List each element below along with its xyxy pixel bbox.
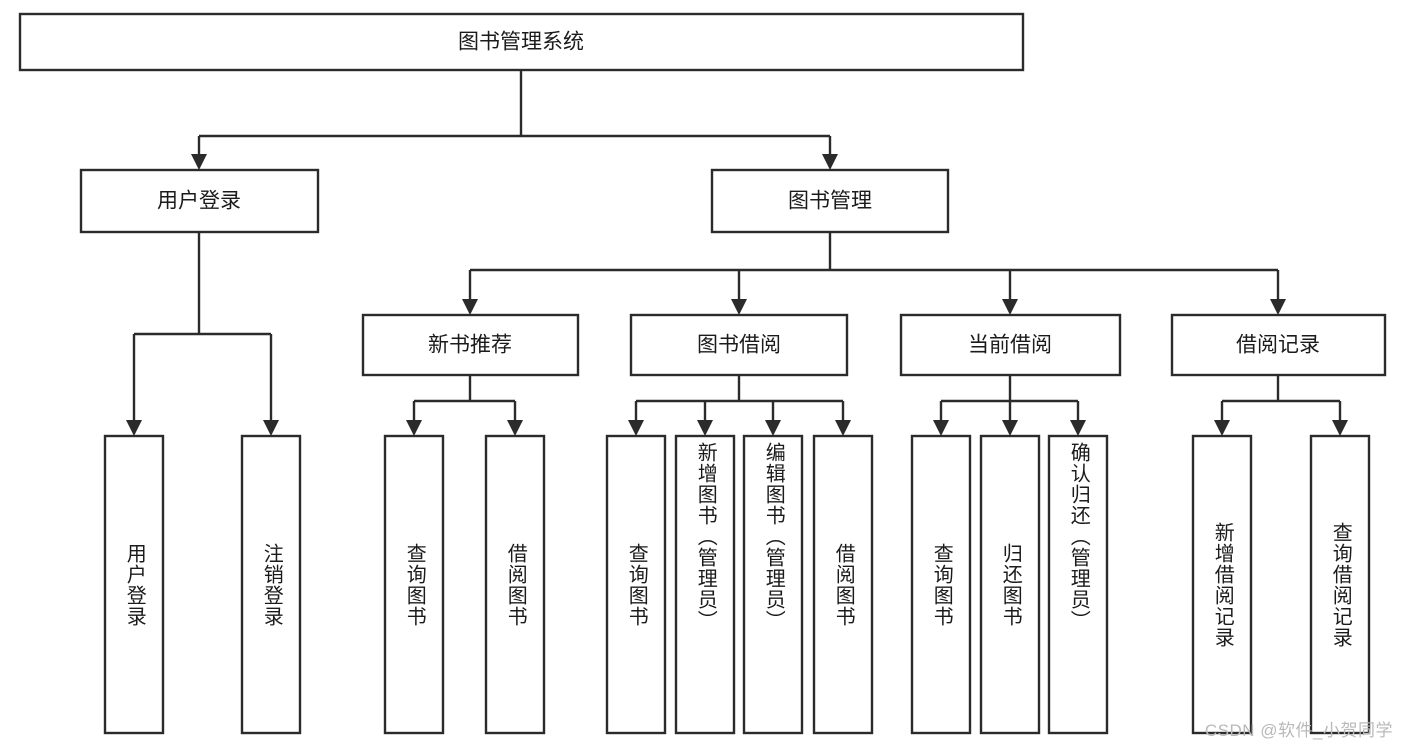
node-leaf-confirm-return[interactable] — [1047, 434, 1109, 735]
node-borrow-record-label: 借阅记录 — [1236, 334, 1320, 357]
connector-userlogin-to-leaves — [126, 232, 279, 436]
node-user-login-label: 用户登录 — [157, 190, 241, 213]
node-borrow-record[interactable]: 借阅记录 — [1170, 313, 1387, 377]
connector-root-to-level1 — [191, 70, 838, 170]
node-leaf-query-book-3[interactable] — [910, 434, 972, 735]
node-leaf-logout-login[interactable] — [240, 434, 302, 735]
node-leaf-query-book-1[interactable] — [383, 434, 445, 735]
node-new-book-recommend-label: 新书推荐 — [428, 334, 512, 357]
node-leaf-edit-book[interactable] — [742, 434, 804, 735]
node-leaf-query-record[interactable] — [1309, 434, 1371, 735]
leaf-boxes — [103, 434, 1371, 735]
connector-record-to-leaves — [1214, 375, 1348, 436]
node-leaf-add-record[interactable] — [1191, 434, 1253, 735]
node-book-manage-label: 图书管理 — [788, 190, 872, 213]
watermark-text: CSDN @软件_小贺同学 — [1204, 721, 1393, 740]
node-book-manage[interactable]: 图书管理 — [710, 168, 950, 234]
connector-borrow-to-leaves — [628, 375, 851, 436]
node-current-borrow-label: 当前借阅 — [968, 334, 1052, 357]
node-leaf-borrow-book-2[interactable] — [812, 434, 874, 735]
node-leaf-user-login[interactable] — [103, 434, 165, 735]
node-root[interactable]: 图书管理系统 — [18, 12, 1025, 72]
connector-recommend-to-leaves — [406, 375, 523, 436]
node-leaf-borrow-book-1[interactable] — [484, 434, 546, 735]
node-new-book-recommend[interactable]: 新书推荐 — [361, 313, 580, 377]
node-root-label: 图书管理系统 — [458, 31, 584, 54]
node-book-borrow[interactable]: 图书借阅 — [629, 313, 849, 377]
node-leaf-add-book[interactable] — [674, 434, 736, 735]
node-leaf-query-book-2[interactable] — [605, 434, 667, 735]
connector-current-to-leaves — [933, 375, 1086, 436]
node-leaf-return-book[interactable] — [979, 434, 1041, 735]
node-current-borrow[interactable]: 当前借阅 — [899, 313, 1122, 377]
connector-bookmanage-to-level2 — [462, 232, 1286, 315]
node-book-borrow-label: 图书借阅 — [697, 334, 781, 357]
node-user-login[interactable]: 用户登录 — [79, 168, 320, 234]
